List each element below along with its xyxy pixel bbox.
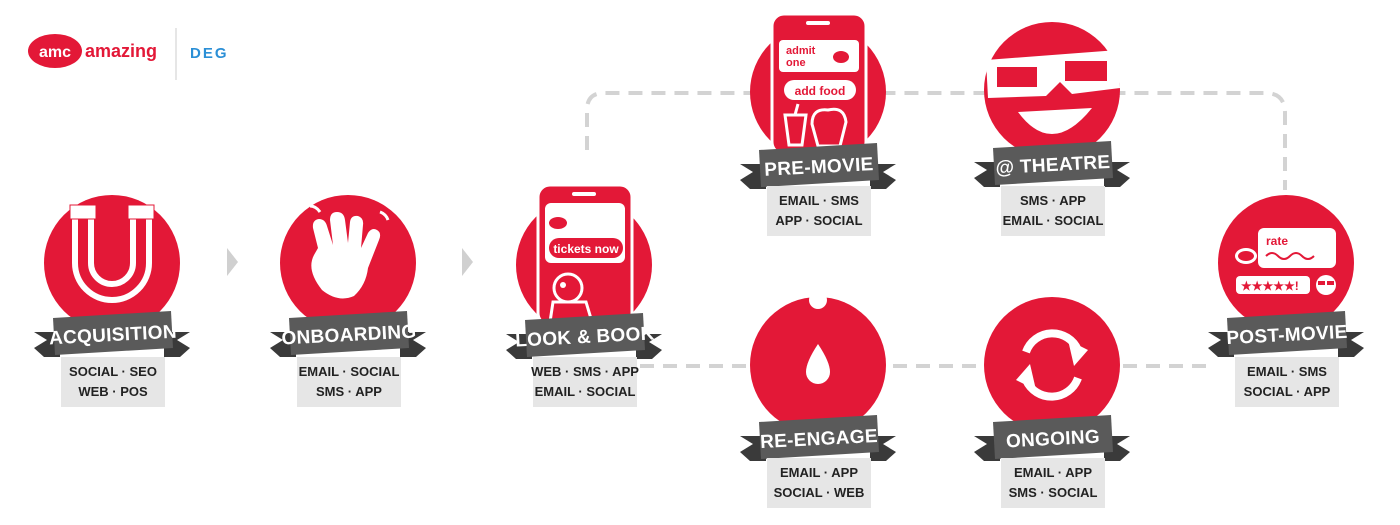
channel-box xyxy=(767,458,871,508)
phone-ticket-icon: admit one add food xyxy=(770,12,868,156)
channels-line-2: SOCIAL · APP xyxy=(1244,384,1331,399)
stars-rating: ★★★★★! xyxy=(1241,279,1299,293)
stage-ribbon xyxy=(759,415,879,459)
stage-title: ONGOING xyxy=(1006,427,1101,453)
one-text: one xyxy=(786,57,806,69)
channels-line-1: WEB · SMS · APP xyxy=(531,364,639,379)
channels-line-1: EMAIL · SOCIAL xyxy=(299,364,400,379)
stage-ribbon xyxy=(993,415,1113,459)
stage-theatre: @ THEATRE SMS · APP EMAIL · SOCIAL xyxy=(974,22,1130,236)
channel-box xyxy=(1001,458,1105,508)
channel-box xyxy=(533,357,637,407)
flow-arrow-icon xyxy=(462,248,473,276)
stage-circle xyxy=(984,297,1120,433)
stage-acquisition: ACQUISITION SOCIAL · SEO WEB · POS xyxy=(34,195,190,407)
channels-line-2: SMS · APP xyxy=(316,384,382,399)
stage-ribbon xyxy=(993,141,1113,185)
stage-ribbon xyxy=(1227,311,1347,355)
waving-hand-icon xyxy=(309,204,390,299)
channels-line-2: SOCIAL · WEB xyxy=(774,485,865,500)
3d-glasses-face-icon xyxy=(986,50,1120,135)
stage-onboarding: ONBOARDING EMAIL · SOCIAL SMS · APP xyxy=(270,195,426,407)
tickets-now-button: tickets now xyxy=(553,242,619,256)
phone-tickets-icon: tickets now xyxy=(536,183,634,327)
stage-ribbon xyxy=(525,313,645,357)
stage-pre-movie: admit one add food PRE-MOVIE EMAIL · SMS… xyxy=(740,12,896,236)
stage-re-engage: RE-ENGAGE EMAIL · APP SOCIAL · WEB xyxy=(740,291,896,508)
channel-box xyxy=(297,357,401,407)
stage-ongoing: ONGOING EMAIL · APP SMS · SOCIAL xyxy=(974,297,1130,508)
stage-post-movie: rate ★★★★★! POST-MOVIE EMAIL · SMS SOCIA… xyxy=(1208,195,1364,407)
drop-icon xyxy=(806,344,830,384)
deg-logo: DEG xyxy=(190,45,229,62)
connector-top xyxy=(585,91,1287,190)
stage-look-book: tickets now LOOK & BOOK WEB · SMS · APP … xyxy=(506,183,662,407)
rate-text: rate xyxy=(1266,234,1288,248)
channel-box xyxy=(1001,186,1105,236)
amc-logo-mark: amc xyxy=(39,44,71,61)
channels-line-2: APP · SOCIAL xyxy=(775,213,862,228)
channels-line-2: WEB · POS xyxy=(78,384,148,399)
add-food-button: add food xyxy=(795,84,846,98)
stage-ribbon xyxy=(289,311,409,355)
channels-line-1: SMS · APP xyxy=(1020,193,1086,208)
channels-line-1: EMAIL · APP xyxy=(780,465,858,480)
stage-circle xyxy=(44,195,180,331)
channels-line-2: SMS · SOCIAL xyxy=(1009,485,1098,500)
stage-ribbon xyxy=(759,143,879,187)
channels-line-1: EMAIL · SMS xyxy=(1247,364,1327,379)
flow-arrow-icon xyxy=(227,248,238,276)
channels-line-2: EMAIL · SOCIAL xyxy=(535,384,636,399)
rating-chat-icon: rate ★★★★★! xyxy=(1235,228,1336,295)
channels-line-1: EMAIL · SMS xyxy=(779,193,859,208)
channels-line-1: SOCIAL · SEO xyxy=(69,364,157,379)
channels-line-2: EMAIL · SOCIAL xyxy=(1003,213,1104,228)
channel-box xyxy=(767,186,871,236)
amc-logo: amc amazing xyxy=(28,34,157,68)
channel-box xyxy=(61,357,165,407)
amc-tagline: amazing xyxy=(85,41,157,61)
channel-box xyxy=(1235,357,1339,407)
stage-ribbon xyxy=(53,311,173,355)
magnet-icon xyxy=(69,204,155,303)
admit-text: admit xyxy=(786,45,816,57)
channels-line-1: EMAIL · APP xyxy=(1014,465,1092,480)
refresh-cycle-icon xyxy=(1016,329,1088,401)
